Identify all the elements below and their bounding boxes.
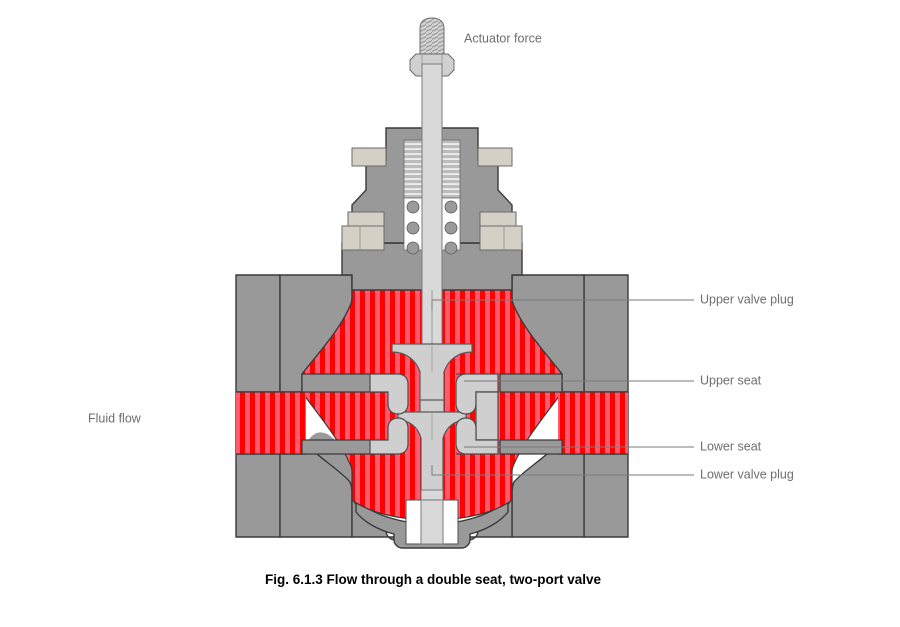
label-actuator-force: Actuator force — [464, 31, 542, 45]
leader-upper-valve-plug — [431, 299, 694, 310]
upper-seat-web-right — [499, 373, 563, 393]
packing-ring-right-2 — [444, 221, 458, 235]
leader-lower-valve-plug — [431, 465, 694, 476]
label-fluid-flow: Fluid flow — [88, 411, 142, 425]
packing-ring-right-3 — [444, 241, 458, 255]
label-upper-valve-plug: Upper valve plug — [700, 292, 794, 306]
bonnet-bolt-left-head — [341, 225, 385, 251]
label-lower-valve-plug: Lower valve plug — [700, 467, 794, 481]
gland-ear-left — [351, 147, 387, 167]
bonnet-bolt-left-upper — [347, 211, 385, 227]
inlet-flow — [236, 392, 306, 454]
lower-seat-ring-right — [455, 417, 499, 455]
stem-in-guide — [420, 499, 444, 545]
stem-thread — [419, 17, 445, 59]
figure-caption: Fig. 6.1.3 Flow through a double seat, t… — [265, 572, 602, 587]
seat-rings — [369, 373, 499, 455]
lower-seat-ring-left — [369, 417, 409, 455]
bonnet-bolt-right-head — [479, 225, 523, 251]
packing-ring-left-3 — [406, 241, 420, 255]
packing-ring-right-1 — [444, 200, 458, 214]
label-upper-seat: Upper seat — [700, 373, 762, 387]
label-lower-seat: Lower seat — [700, 439, 762, 453]
packing-spring-left — [403, 139, 423, 199]
packing-ring-left-1 — [406, 200, 420, 214]
packing-ring-left-2 — [406, 221, 420, 235]
annotation-labels: Actuator force Fluid flow Upper valve pl… — [88, 31, 794, 481]
packing-spring-right — [441, 139, 461, 199]
outlet-transition — [558, 392, 562, 454]
bonnet-bolt-right-upper — [479, 211, 517, 227]
gland-ear-right — [477, 147, 513, 167]
inlet-transition — [302, 392, 306, 454]
leader-lines — [431, 299, 694, 476]
seat-cage-arm — [475, 391, 499, 441]
outlet-flow — [558, 392, 628, 454]
upper-seat-ring-left — [369, 373, 409, 415]
valve-stem-assembly — [391, 17, 473, 545]
